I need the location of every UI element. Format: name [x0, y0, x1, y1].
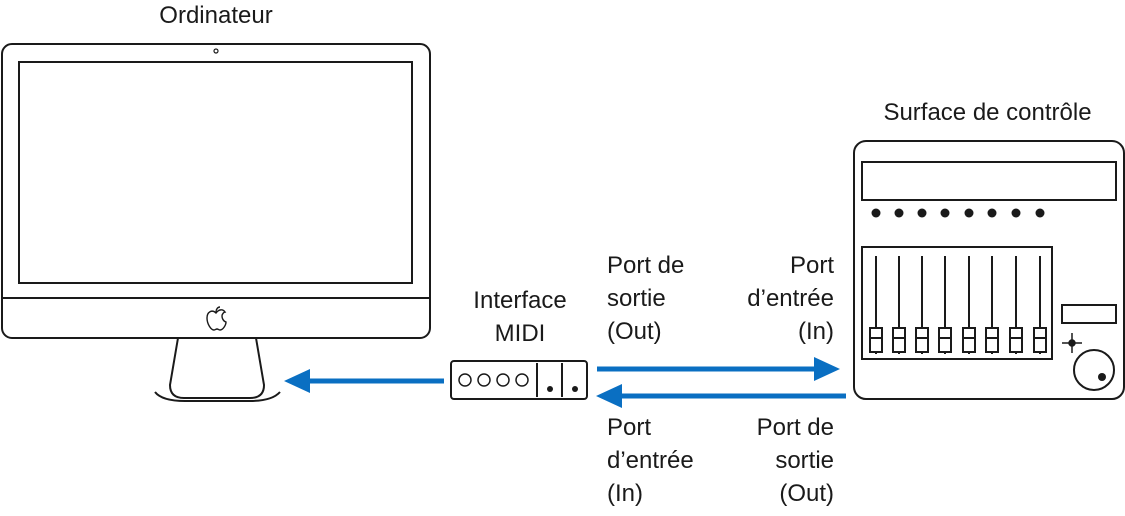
- button-dot: [987, 208, 997, 218]
- button-dot: [940, 208, 950, 218]
- fader-knob: [985, 327, 999, 353]
- midi-jack: [496, 373, 510, 387]
- faders: [869, 256, 1047, 354]
- midi-interface-device: [450, 360, 588, 400]
- bottom-out-port-label: Port de sortie (Out): [756, 414, 834, 507]
- jog-wheel: [1073, 349, 1115, 391]
- arrow-surface-to-interface: [596, 384, 846, 408]
- fader-knob: [892, 327, 906, 353]
- small-display: [1061, 304, 1117, 324]
- computer-camera: [213, 48, 219, 54]
- jog-wheel-dot: [1098, 373, 1106, 381]
- crosshair-icon: [1062, 333, 1082, 353]
- button-dot: [1011, 208, 1021, 218]
- button-dot: [1035, 208, 1045, 218]
- fader-knob: [869, 327, 883, 353]
- button-dot: [964, 208, 974, 218]
- control-surface-label: Surface de contrôle: [883, 99, 1092, 126]
- midi-jack: [515, 373, 529, 387]
- midi-jack: [477, 373, 491, 387]
- bottom-in-port-label: Port d’entrée (In): [607, 414, 694, 507]
- arrow-interface-to-computer: [284, 369, 444, 393]
- top-in-port-label: Port d’entrée (In): [747, 252, 834, 345]
- midi-interface-label: Interface MIDI: [473, 287, 567, 347]
- computer-screen: [18, 61, 413, 284]
- control-surface-body: [853, 140, 1125, 400]
- midi-jack: [458, 373, 472, 387]
- midi-led: [547, 386, 553, 392]
- fader-knob: [915, 327, 929, 353]
- computer-label: Ordinateur: [159, 2, 273, 29]
- top-out-port-label: Port de sortie (Out): [607, 252, 685, 345]
- button-dot: [871, 208, 881, 218]
- fader-knob: [1033, 327, 1047, 353]
- control-surface-device: [853, 140, 1125, 400]
- computer: [1, 43, 431, 402]
- fader-panel: [861, 246, 1053, 360]
- midi-led: [572, 386, 578, 392]
- computer-stand: [168, 337, 266, 399]
- button-dot: [894, 208, 904, 218]
- button-dot: [917, 208, 927, 218]
- arrow-interface-to-surface: [597, 357, 840, 381]
- fader-knob: [962, 327, 976, 353]
- computer-stand-base: [154, 391, 281, 402]
- fader-knob: [1009, 327, 1023, 353]
- control-surface-display: [861, 161, 1117, 201]
- computer-monitor: [1, 43, 431, 339]
- fader-knob: [938, 327, 952, 353]
- apple-logo-icon: [206, 306, 227, 331]
- control-surface-buttons: [871, 208, 1045, 218]
